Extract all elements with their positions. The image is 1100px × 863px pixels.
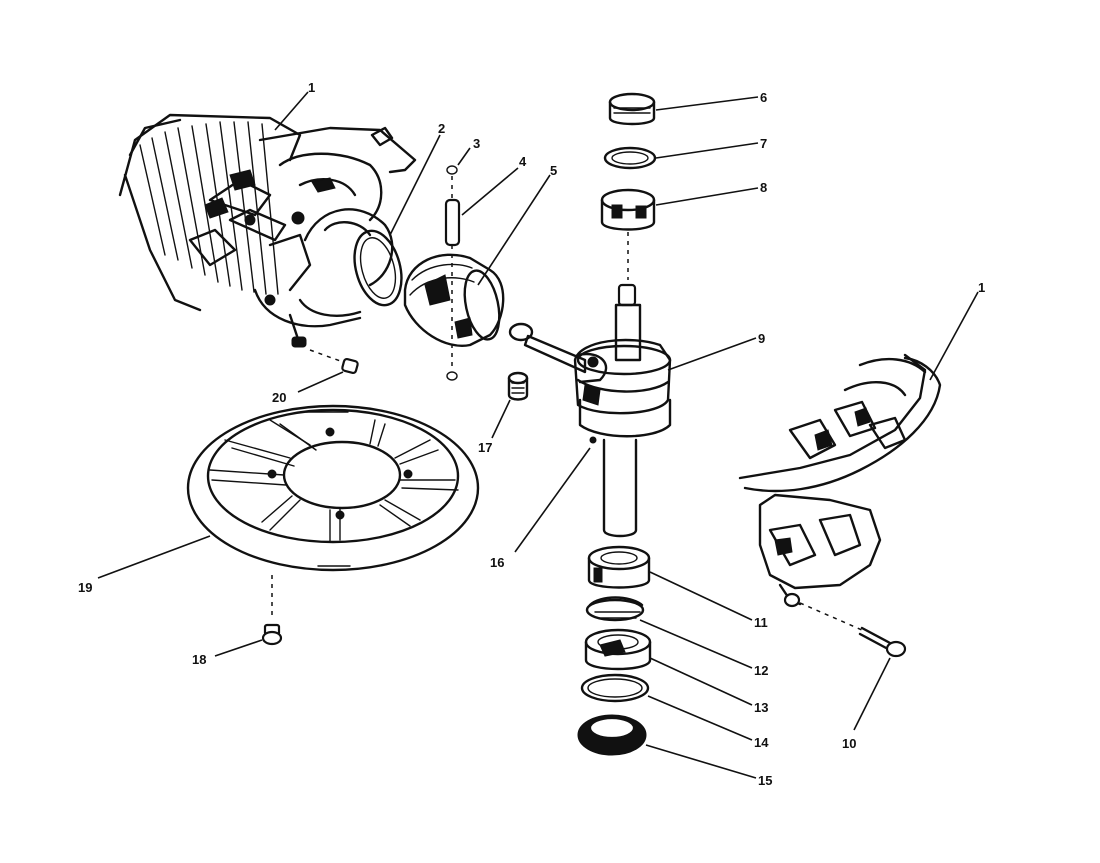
callout-3: 3	[473, 136, 480, 151]
callout-19: 19	[78, 580, 92, 595]
callout-18: 18	[192, 652, 206, 667]
needle-bearing	[507, 371, 529, 401]
callout-1a: 1	[308, 80, 315, 95]
crankcase-right	[738, 353, 942, 631]
flywheel-plate	[186, 404, 480, 620]
callout-14: 14	[754, 735, 769, 750]
piston-ring	[353, 229, 403, 307]
top-seal-stack	[600, 92, 657, 280]
callout-7: 7	[760, 136, 767, 151]
screw	[261, 623, 283, 646]
callout-20: 20	[272, 390, 286, 405]
piston	[403, 253, 505, 347]
piston-pin-assembly	[444, 165, 461, 381]
callout-9: 9	[758, 331, 765, 346]
leader-lines	[97, 91, 979, 779]
callout-8: 8	[760, 180, 767, 195]
lower-bearing-stack	[577, 545, 652, 756]
callout-6: 6	[760, 90, 767, 105]
cylinder-block-left	[118, 113, 417, 348]
callout-1b: 1	[978, 280, 985, 295]
connecting-rod	[508, 322, 608, 384]
callout-17: 17	[478, 440, 492, 455]
callout-labels: 1 2 3 4 5 6 7 8 9 1 10 11 12 13 14 15 16…	[78, 80, 985, 788]
callout-5: 5	[550, 163, 557, 178]
callout-4: 4	[519, 154, 527, 169]
callout-12: 12	[754, 663, 768, 678]
callout-2: 2	[438, 121, 445, 136]
callout-10: 10	[842, 736, 856, 751]
woodruff-key	[589, 436, 597, 444]
dowel-pin	[309, 349, 359, 375]
callout-15: 15	[758, 773, 772, 788]
bolt	[858, 626, 907, 658]
crankshaft	[573, 283, 672, 538]
callout-13: 13	[754, 700, 768, 715]
callout-16: 16	[490, 555, 504, 570]
callout-11: 11	[754, 615, 768, 630]
